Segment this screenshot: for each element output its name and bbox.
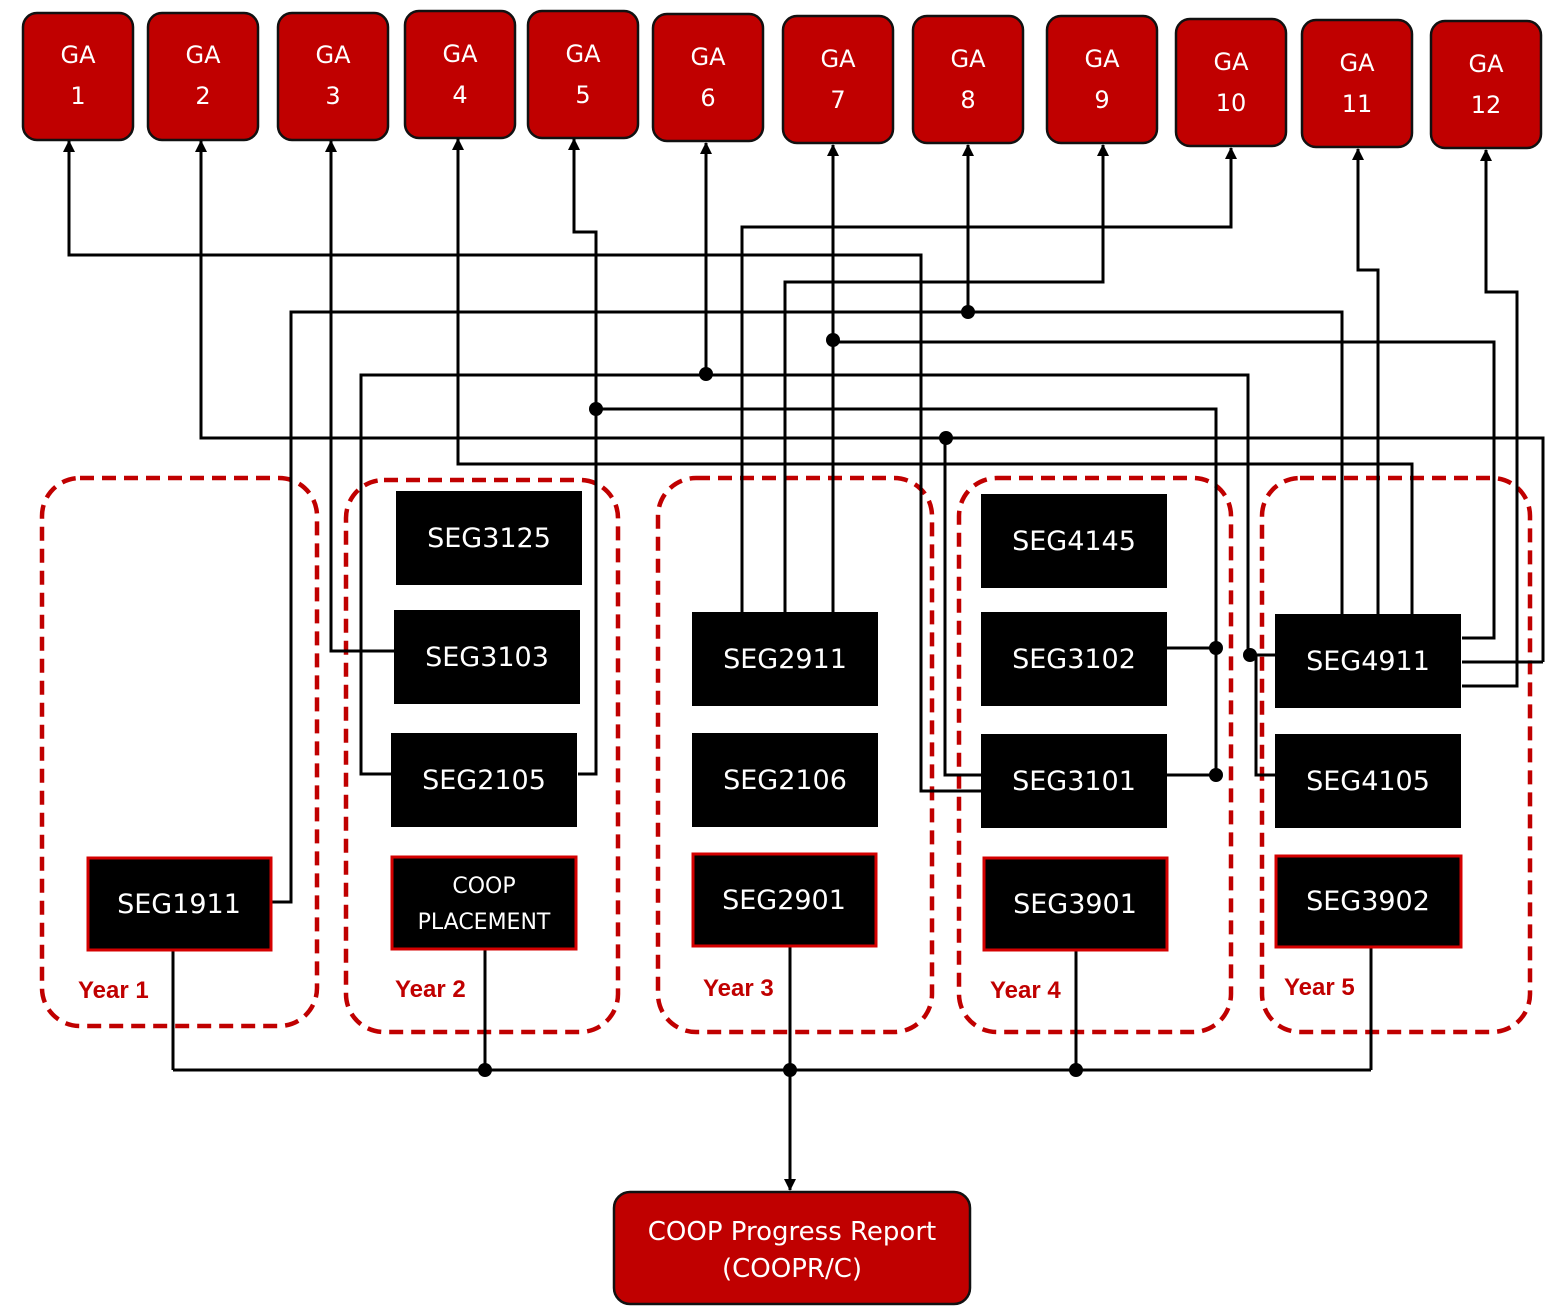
course-seg4105-label: SEG4105: [1306, 766, 1430, 797]
course-seg4911-label: SEG4911: [1306, 646, 1430, 677]
ga-2-number: 2: [195, 82, 210, 110]
year-5-label: Year 5: [1284, 974, 1355, 1001]
junction-dot: [1069, 1063, 1083, 1077]
course-seg4911: SEG4911: [1275, 614, 1461, 708]
course-coop-placement: COOP PLACEMENT: [390, 855, 578, 951]
year-3-frame: [655, 475, 935, 1035]
course-seg4145: SEG4145: [981, 494, 1167, 588]
course-seg2911-label: SEG2911: [723, 644, 847, 675]
ga-11: GA 11: [1300, 18, 1414, 149]
ga-7-prefix: GA: [820, 45, 856, 73]
coop-progress-report: COOP Progress Report (COOPR/C): [612, 1190, 972, 1306]
ga-6: GA 6: [651, 12, 765, 143]
ga-8-prefix: GA: [950, 45, 986, 73]
course-seg3101-label: SEG3101: [1012, 766, 1136, 797]
ga-4: GA 4: [403, 9, 517, 140]
course-coop-line1: COOP: [452, 874, 515, 899]
ga-10-number: 10: [1216, 89, 1247, 117]
ga-8: GA 8: [911, 14, 1025, 145]
course-seg3901-label: SEG3901: [1013, 889, 1137, 920]
course-seg3901: SEG3901: [982, 856, 1169, 952]
course-seg3902-label: SEG3902: [1306, 886, 1430, 917]
year-3-label: Year 3: [703, 975, 774, 1002]
ga-9-number: 9: [1094, 86, 1109, 114]
year-2-label: Year 2: [395, 976, 466, 1003]
ga-1-number: 1: [70, 82, 85, 110]
ga-4-prefix: GA: [442, 40, 478, 68]
junction-dot: [1209, 641, 1223, 655]
ga-7-number: 7: [830, 86, 845, 114]
ga-10: GA 10: [1174, 17, 1288, 148]
course-seg2901: SEG2901: [691, 852, 878, 948]
year-2-frame: [343, 477, 621, 1035]
course-seg4145-label: SEG4145: [1012, 526, 1136, 557]
ga-9: GA 9: [1045, 14, 1159, 145]
ga-3-number: 3: [325, 82, 340, 110]
junction-dot: [478, 1063, 492, 1077]
ga-2-prefix: GA: [185, 41, 221, 69]
ga-row: GA 1 GA 2 GA 3 GA 4 GA 5 GA 6: [21, 9, 1543, 150]
course-seg2106-label: SEG2106: [723, 765, 847, 796]
year-5-frame: [1259, 475, 1533, 1035]
report-code: (COOPR/C): [722, 1254, 862, 1284]
ga-6-number: 6: [700, 84, 715, 112]
courses: SEG1911 SEG3125 SEG3103 SEG2105 COOP PLA…: [86, 491, 1463, 952]
course-seg2901-label: SEG2901: [722, 885, 846, 916]
junction-dot: [589, 402, 603, 416]
ga-5: GA 5: [526, 9, 640, 140]
connectors: [63, 138, 1545, 1191]
ga-9-prefix: GA: [1084, 45, 1120, 73]
course-coop-line2: PLACEMENT: [418, 910, 551, 935]
ga-5-number: 5: [575, 81, 590, 109]
ga-11-number: 11: [1342, 90, 1373, 118]
course-seg1911-label: SEG1911: [117, 889, 241, 920]
course-seg4105: SEG4105: [1275, 734, 1461, 828]
ga-5-prefix: GA: [565, 40, 601, 68]
junction-dots: [478, 305, 1257, 1077]
course-seg3125: SEG3125: [396, 491, 582, 585]
year-4-label: Year 4: [990, 977, 1061, 1004]
junction-dot: [699, 367, 713, 381]
year-1-label: Year 1: [78, 977, 149, 1004]
junction-dot: [826, 333, 840, 347]
course-seg3101: SEG3101: [981, 734, 1167, 828]
course-seg3102-label: SEG3102: [1012, 644, 1136, 675]
junction-dot: [961, 305, 975, 319]
year-frames: Year 1 Year 2 Year 3 Year 4 Year 5: [39, 475, 1533, 1035]
year-1-frame: [39, 475, 320, 1029]
ga-3: GA 3: [276, 11, 390, 142]
report-title: COOP Progress Report: [648, 1217, 936, 1247]
ga-1-prefix: GA: [60, 41, 96, 69]
course-seg3102: SEG3102: [981, 612, 1167, 706]
junction-dot: [1209, 768, 1223, 782]
course-seg3103: SEG3103: [394, 610, 580, 704]
ga-4-number: 4: [452, 81, 467, 109]
ga-12: GA 12: [1429, 19, 1543, 150]
course-seg2106: SEG2106: [692, 733, 878, 827]
year-4-frame: [956, 475, 1234, 1035]
course-seg3125-label: SEG3125: [427, 523, 551, 554]
junction-dot: [939, 431, 953, 445]
ga-11-prefix: GA: [1339, 49, 1375, 77]
ga-1: GA 1: [21, 11, 135, 142]
course-seg2105-label: SEG2105: [422, 765, 546, 796]
ga-12-number: 12: [1471, 91, 1502, 119]
ga-8-number: 8: [960, 86, 975, 114]
ga-12-prefix: GA: [1468, 50, 1504, 78]
ga-7: GA 7: [781, 14, 895, 145]
ga-3-prefix: GA: [315, 41, 351, 69]
ga-2: GA 2: [146, 11, 260, 142]
course-seg2911: SEG2911: [692, 612, 878, 706]
junction-dot: [783, 1063, 797, 1077]
course-seg3902: SEG3902: [1274, 854, 1463, 949]
ga-6-prefix: GA: [690, 43, 726, 71]
course-seg3103-label: SEG3103: [425, 642, 549, 673]
course-seg2105: SEG2105: [391, 733, 577, 827]
course-seg1911: SEG1911: [86, 856, 273, 952]
ga-10-prefix: GA: [1213, 48, 1249, 76]
junction-dot: [1243, 648, 1257, 662]
